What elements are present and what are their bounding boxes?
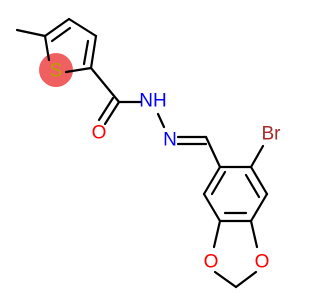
bond-c2-carbonyl xyxy=(89,66,121,104)
bond-c4-o-right xyxy=(249,219,259,249)
bonds xyxy=(15,17,269,289)
bond-c5-o-left xyxy=(212,219,222,249)
atom-labels: S NH N O Br O O xyxy=(50,61,282,273)
bond-c3-c2 xyxy=(89,34,98,70)
bromine-label: Br xyxy=(262,124,282,145)
bond-s-c5 xyxy=(43,34,51,62)
bond-c5-c4 xyxy=(43,17,71,38)
bond-c3-c2-inner xyxy=(82,39,90,66)
bond-c-br xyxy=(249,144,265,169)
bond-carbonyl-o xyxy=(103,100,121,126)
ring-oxygen-right-label: O xyxy=(255,252,270,273)
bond-c5-c4-inner xyxy=(50,26,72,43)
bond-c6-c1-inner xyxy=(210,170,227,196)
bond-methyl xyxy=(15,28,47,38)
ring-oxygen-left-label: O xyxy=(204,252,219,273)
bond-c5-c6 xyxy=(202,192,222,223)
nitrogen-label: N xyxy=(163,130,177,151)
bond-c2-c3 xyxy=(249,165,269,196)
sulfur-label: S xyxy=(50,61,63,82)
bond-c3-c4 xyxy=(249,192,269,223)
bond-c6-c1 xyxy=(202,165,222,196)
sulfur-highlight xyxy=(39,53,73,87)
carbonyl-oxygen-label: O xyxy=(92,123,107,144)
bond-nh-n xyxy=(156,112,166,129)
bond-o-left-ch2 xyxy=(213,270,238,289)
bond-c4-c3 xyxy=(67,17,98,38)
bond-o-right-ch2 xyxy=(234,270,258,289)
molecule-structure: S NH N O Br O O xyxy=(15,17,282,289)
bond-c2-s xyxy=(64,66,93,74)
bond-c2-c3-inner xyxy=(244,173,261,199)
bond-ch-c1 xyxy=(204,135,222,169)
bond-carbonyl-o-double xyxy=(97,96,115,122)
nh-label: NH xyxy=(139,91,166,112)
